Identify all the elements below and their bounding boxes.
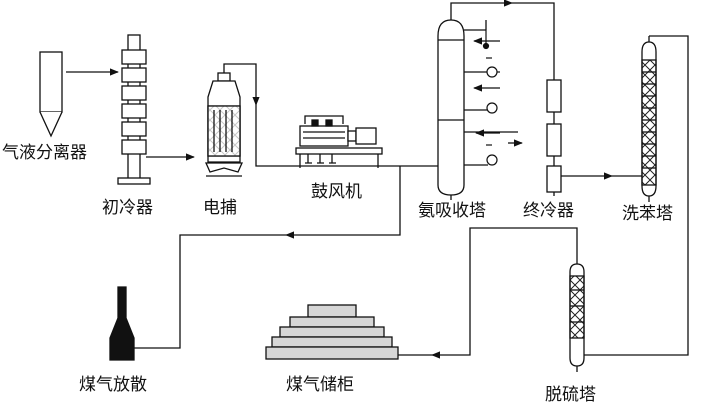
label-primary-cooler: 初冷器 — [102, 198, 153, 218]
label-gas-release: 煤气放散 — [79, 375, 147, 395]
flow-lines — [66, 0, 689, 359]
gas-release-flare — [109, 286, 135, 361]
label-ammonia-tower: 氨吸收塔 — [418, 201, 486, 221]
label-gas-liquid-separator: 气液分离器 — [2, 143, 87, 163]
gas-liquid-separator — [39, 51, 63, 138]
electro-tar-catcher — [204, 72, 244, 177]
label-electro-catcher: 电捕 — [203, 198, 237, 218]
blower — [295, 115, 383, 168]
benzene-washing-tower — [641, 36, 657, 202]
label-gas-holder: 煤气储柜 — [286, 375, 354, 395]
circulation-pumps — [464, 29, 518, 166]
label-desulfur-tower: 脱硫塔 — [545, 385, 596, 405]
label-blower: 鼓风机 — [311, 182, 362, 202]
ammonia-absorption-tower — [437, 8, 465, 200]
gas-holder — [265, 304, 399, 360]
label-final-cooler: 终冷器 — [523, 201, 574, 221]
primary-cooler — [117, 34, 151, 185]
desulfurization-tower — [569, 263, 585, 372]
final-cooler — [546, 72, 562, 196]
label-benzene-tower: 洗苯塔 — [622, 204, 673, 224]
